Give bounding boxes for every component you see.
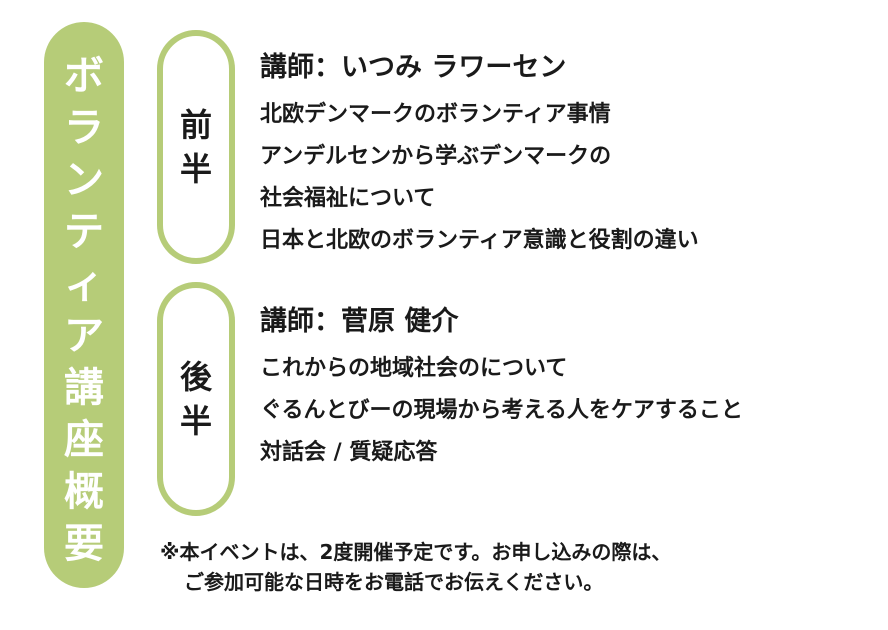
event-note: ※本イベントは、2度開催予定です。お申し込みの際は、 ご参加可能な日時をお電話で…	[160, 537, 671, 597]
banner-char: ア	[64, 313, 104, 359]
event-note-line: ※本イベントは、2度開催予定です。お申し込みの際は、	[160, 540, 672, 564]
banner-char: ン	[64, 157, 104, 203]
banner-char: 概	[64, 469, 104, 515]
first-half-char: 半	[179, 150, 212, 188]
second-half-topic: ぐるんとびーの現場から考える人をケアすること	[260, 398, 743, 423]
second-half-topic: これからの地域社会のについて	[260, 356, 568, 381]
second-half-label: 後 半	[157, 282, 235, 516]
first-half-char: 前	[179, 106, 212, 144]
banner-char: 講	[64, 365, 104, 411]
first-half-topic: 北欧デンマークのボランティア事情	[260, 102, 611, 127]
course-overview-banner: ボ ラ ン テ ィ ア 講 座 概 要	[44, 22, 124, 588]
first-half-section: 講師：いつみ ラワーセン 北欧デンマークのボランティア事情 アンデルセンから学ぶ…	[260, 48, 699, 262]
banner-char: ボ	[64, 53, 104, 99]
event-note-line: ご参加可能な日時をお電話でお伝えください。	[184, 570, 604, 594]
first-half-topic: アンデルセンから学ぶデンマークの	[260, 144, 612, 169]
banner-char: 座	[64, 417, 104, 463]
banner-char: 要	[64, 521, 104, 567]
first-half-label: 前 半	[157, 30, 235, 264]
first-half-topic: 日本と北欧のボランティア意識と役割の違い	[260, 228, 699, 253]
first-half-topic: 社会福祉について	[260, 186, 436, 211]
banner-char: ラ	[64, 105, 104, 151]
second-half-section: 講師：菅原 健介 これからの地域社会のについて ぐるんとびーの現場から考える人を…	[260, 302, 743, 474]
second-half-topic: 対話会 / 質疑応答	[260, 440, 438, 465]
second-half-char: 後	[179, 358, 212, 396]
second-half-char: 半	[179, 402, 212, 440]
banner-char: ィ	[64, 261, 104, 307]
banner-char: テ	[64, 209, 104, 255]
first-half-lecturer: 講師：いつみ ラワーセン	[260, 52, 567, 83]
second-half-lecturer: 講師：菅原 健介	[260, 306, 459, 337]
